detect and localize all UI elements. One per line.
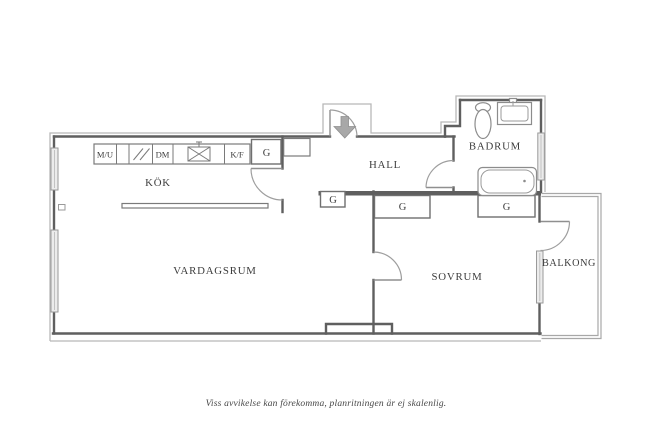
unit-label-mu: M/U (97, 150, 114, 160)
wardrobe-hall-label: G (329, 195, 337, 206)
room-labels: KÖK HALL BADRUM VARDAGSRUM SOVRUM BALKON… (145, 141, 596, 284)
wardrobe-hall (319, 190, 346, 208)
shaft-box (283, 137, 311, 157)
wardrobe-bedroom-1 (373, 194, 431, 219)
kitchen-door (250, 167, 283, 201)
windows (50, 132, 545, 313)
washbasin-icon (496, 97, 533, 126)
stove-icon (187, 141, 211, 162)
room-label-hall: HALL (369, 159, 401, 171)
wardrobe-bedroom-1-label: G (399, 202, 407, 213)
bathroom-fixtures (474, 97, 538, 197)
kitchen-cabinet-row: M/U DM K/F (93, 141, 251, 165)
window-bedroom-balcony (536, 250, 544, 304)
room-label-balkong: BALKONG (542, 258, 596, 269)
wardrobe-kitchen (250, 138, 282, 165)
balcony-walls (541, 192, 602, 340)
bathroom-door (425, 159, 454, 189)
radiator-stub (58, 204, 66, 211)
wardrobes: G G G G (250, 138, 536, 219)
unit-label-dm: DM (156, 150, 170, 160)
window-living-room-2 (50, 229, 59, 313)
wardrobe-kitchen-label: G (263, 148, 271, 159)
disclaimer-caption: Viss avvikelse kan förekomma, planritnin… (206, 398, 447, 409)
bedroom-door (373, 251, 403, 281)
room-label-vardagsrum: VARDAGSRUM (173, 265, 256, 277)
room-label-badrum: BADRUM (469, 141, 521, 153)
hall-bedroom-wall (318, 191, 541, 196)
doors (250, 109, 571, 281)
apartment-walls (51, 98, 543, 336)
kitchen-island (121, 202, 269, 209)
bathtub-icon (477, 166, 538, 197)
toilet-icon (474, 102, 492, 140)
balcony-door (540, 220, 571, 252)
room-label-kok: KÖK (145, 177, 171, 189)
outer-contour (49, 95, 546, 342)
sink-icon (133, 148, 150, 161)
window-living-room-1 (50, 147, 59, 191)
entry-arrow-icon (333, 116, 357, 139)
window-bathroom (537, 132, 545, 181)
entry-door (329, 109, 358, 137)
wardrobe-bedroom-2-label: G (503, 202, 511, 213)
unit-label-kf: K/F (230, 150, 244, 160)
room-label-sovrum: SOVRUM (432, 271, 483, 283)
